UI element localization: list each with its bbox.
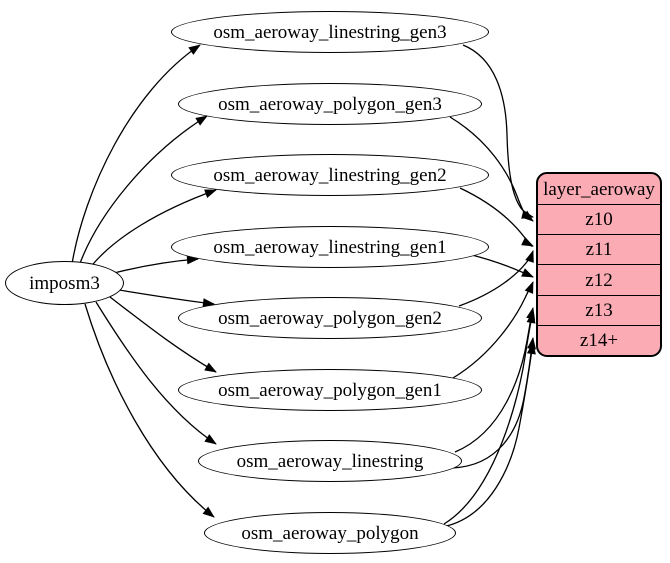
node-osm-aeroway-polygon-gen2: osm_aeroway_polygon_gen2 bbox=[178, 297, 482, 339]
edge-imposm3-to-osm-aeroway-polygon-gen3 bbox=[78, 115, 208, 267]
edge-imposm3-to-osm-aeroway-linestring-gen1 bbox=[113, 255, 199, 274]
layer-row-z11: z11 bbox=[538, 234, 660, 264]
edge-osm-aeroway-linestring-to-z14 bbox=[451, 337, 536, 469]
node-osm-aeroway-linestring-gen3: osm_aeroway_linestring_gen3 bbox=[171, 11, 489, 53]
edge-osm-aeroway-polygon-gen2-to-z11 bbox=[458, 250, 534, 307]
node-osm-aeroway-polygon-gen3: osm_aeroway_polygon_gen3 bbox=[178, 83, 482, 125]
edge-osm-aeroway-linestring-gen3-to-z10 bbox=[462, 44, 534, 219]
edge-imposm3-to-osm-aeroway-polygon bbox=[84, 303, 215, 518]
edge-imposm3-to-osm-aeroway-linestring-gen3 bbox=[71, 44, 201, 265]
layer-row-z13: z13 bbox=[538, 294, 660, 325]
node-osm-aeroway-polygon-gen1: osm_aeroway_polygon_gen1 bbox=[178, 369, 482, 411]
node-osm-aeroway-linestring-gen2: osm_aeroway_linestring_gen2 bbox=[171, 154, 489, 196]
edge-osm-aeroway-linestring-gen1-to-z12 bbox=[467, 253, 534, 278]
node-imposm3: imposm3 bbox=[5, 261, 124, 305]
node-osm-aeroway-polygon: osm_aeroway_polygon bbox=[204, 512, 456, 554]
layer-row-z12: z12 bbox=[538, 264, 660, 294]
edge-osm-aeroway-polygon-to-z13 bbox=[443, 311, 536, 525]
node-osm-aeroway-linestring-gen1: osm_aeroway_linestring_gen1 bbox=[171, 226, 489, 268]
layer-row-z14: z14+ bbox=[538, 324, 660, 355]
node-layer-aeroway: layer_aeroway z10 z11 z12 z13 z14+ bbox=[536, 172, 662, 357]
edge-osm-aeroway-polygon-gen3-to-z10 bbox=[449, 116, 534, 222]
edge-imposm3-to-osm-aeroway-linestring-gen2 bbox=[88, 189, 217, 270]
node-osm-aeroway-linestring: osm_aeroway_linestring bbox=[198, 440, 462, 482]
edge-imposm3-to-osm-aeroway-polygon-gen2 bbox=[118, 289, 215, 308]
edge-osm-aeroway-linestring-gen2-to-z11 bbox=[459, 187, 534, 247]
layer-title: layer_aeroway bbox=[543, 178, 655, 200]
edge-imposm3-to-osm-aeroway-linestring bbox=[95, 301, 217, 445]
edge-imposm3-to-osm-aeroway-polygon-gen1 bbox=[109, 296, 217, 373]
layer-row-z10: z10 bbox=[538, 204, 660, 234]
edge-osm-aeroway-polygon-gen1-to-z12 bbox=[452, 281, 534, 379]
edge-osm-aeroway-polygon-to-z14 bbox=[441, 342, 536, 528]
